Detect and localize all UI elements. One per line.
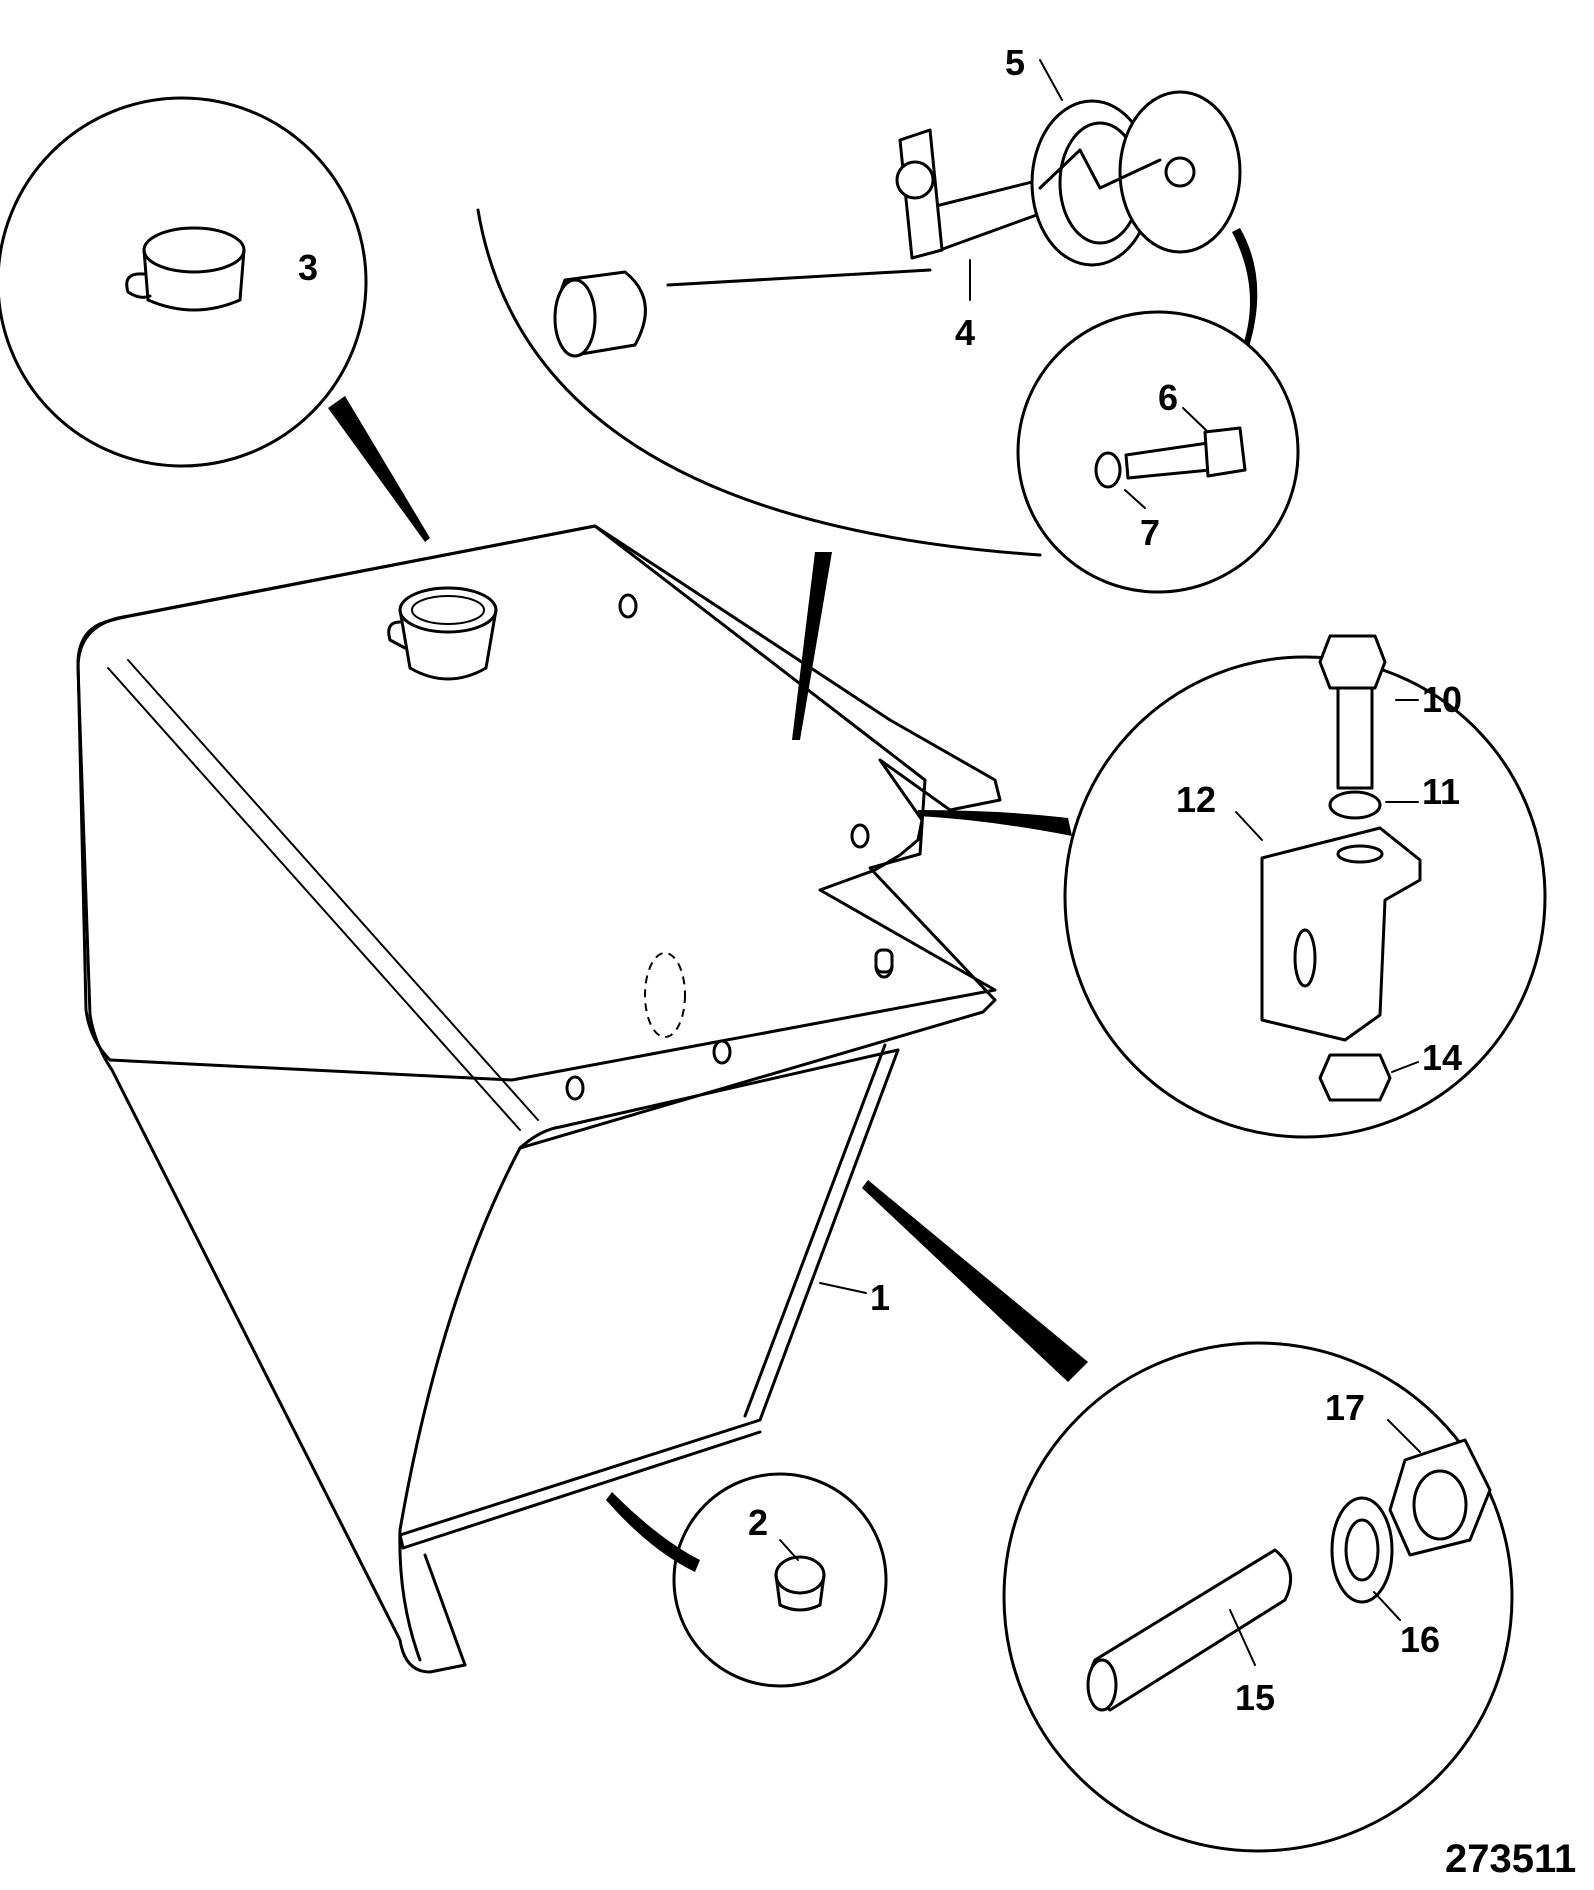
- detail-bracket: [918, 634, 1547, 1139]
- callout-5: 5: [1005, 42, 1025, 83]
- callout-14: 14: [1422, 1037, 1462, 1078]
- callout-17: 17: [1325, 1387, 1365, 1428]
- callout-3: 3: [298, 247, 318, 288]
- callout-7: 7: [1140, 512, 1160, 553]
- callout-2: 2: [748, 1502, 768, 1543]
- callout-6: 6: [1158, 377, 1178, 418]
- callout-11: 11: [1422, 771, 1460, 812]
- callout-15: 15: [1235, 1677, 1275, 1718]
- fuel-tank: [76, 524, 1002, 1674]
- leader-1: [819, 1282, 867, 1294]
- callout-1: 1: [870, 1277, 890, 1318]
- detail-sender: [476, 59, 1258, 740]
- callout-16: 16: [1400, 1619, 1440, 1660]
- detail-drain-plug: [606, 1472, 888, 1688]
- detail-stud: [862, 1180, 1514, 1853]
- figure-number: 273511: [1445, 1837, 1576, 1881]
- callout-4: 4: [955, 312, 975, 353]
- detail-cap: [0, 96, 430, 542]
- callout-10: 10: [1422, 679, 1462, 720]
- detail-bolt-6-7: [1016, 310, 1300, 594]
- callout-12: 12: [1176, 779, 1216, 820]
